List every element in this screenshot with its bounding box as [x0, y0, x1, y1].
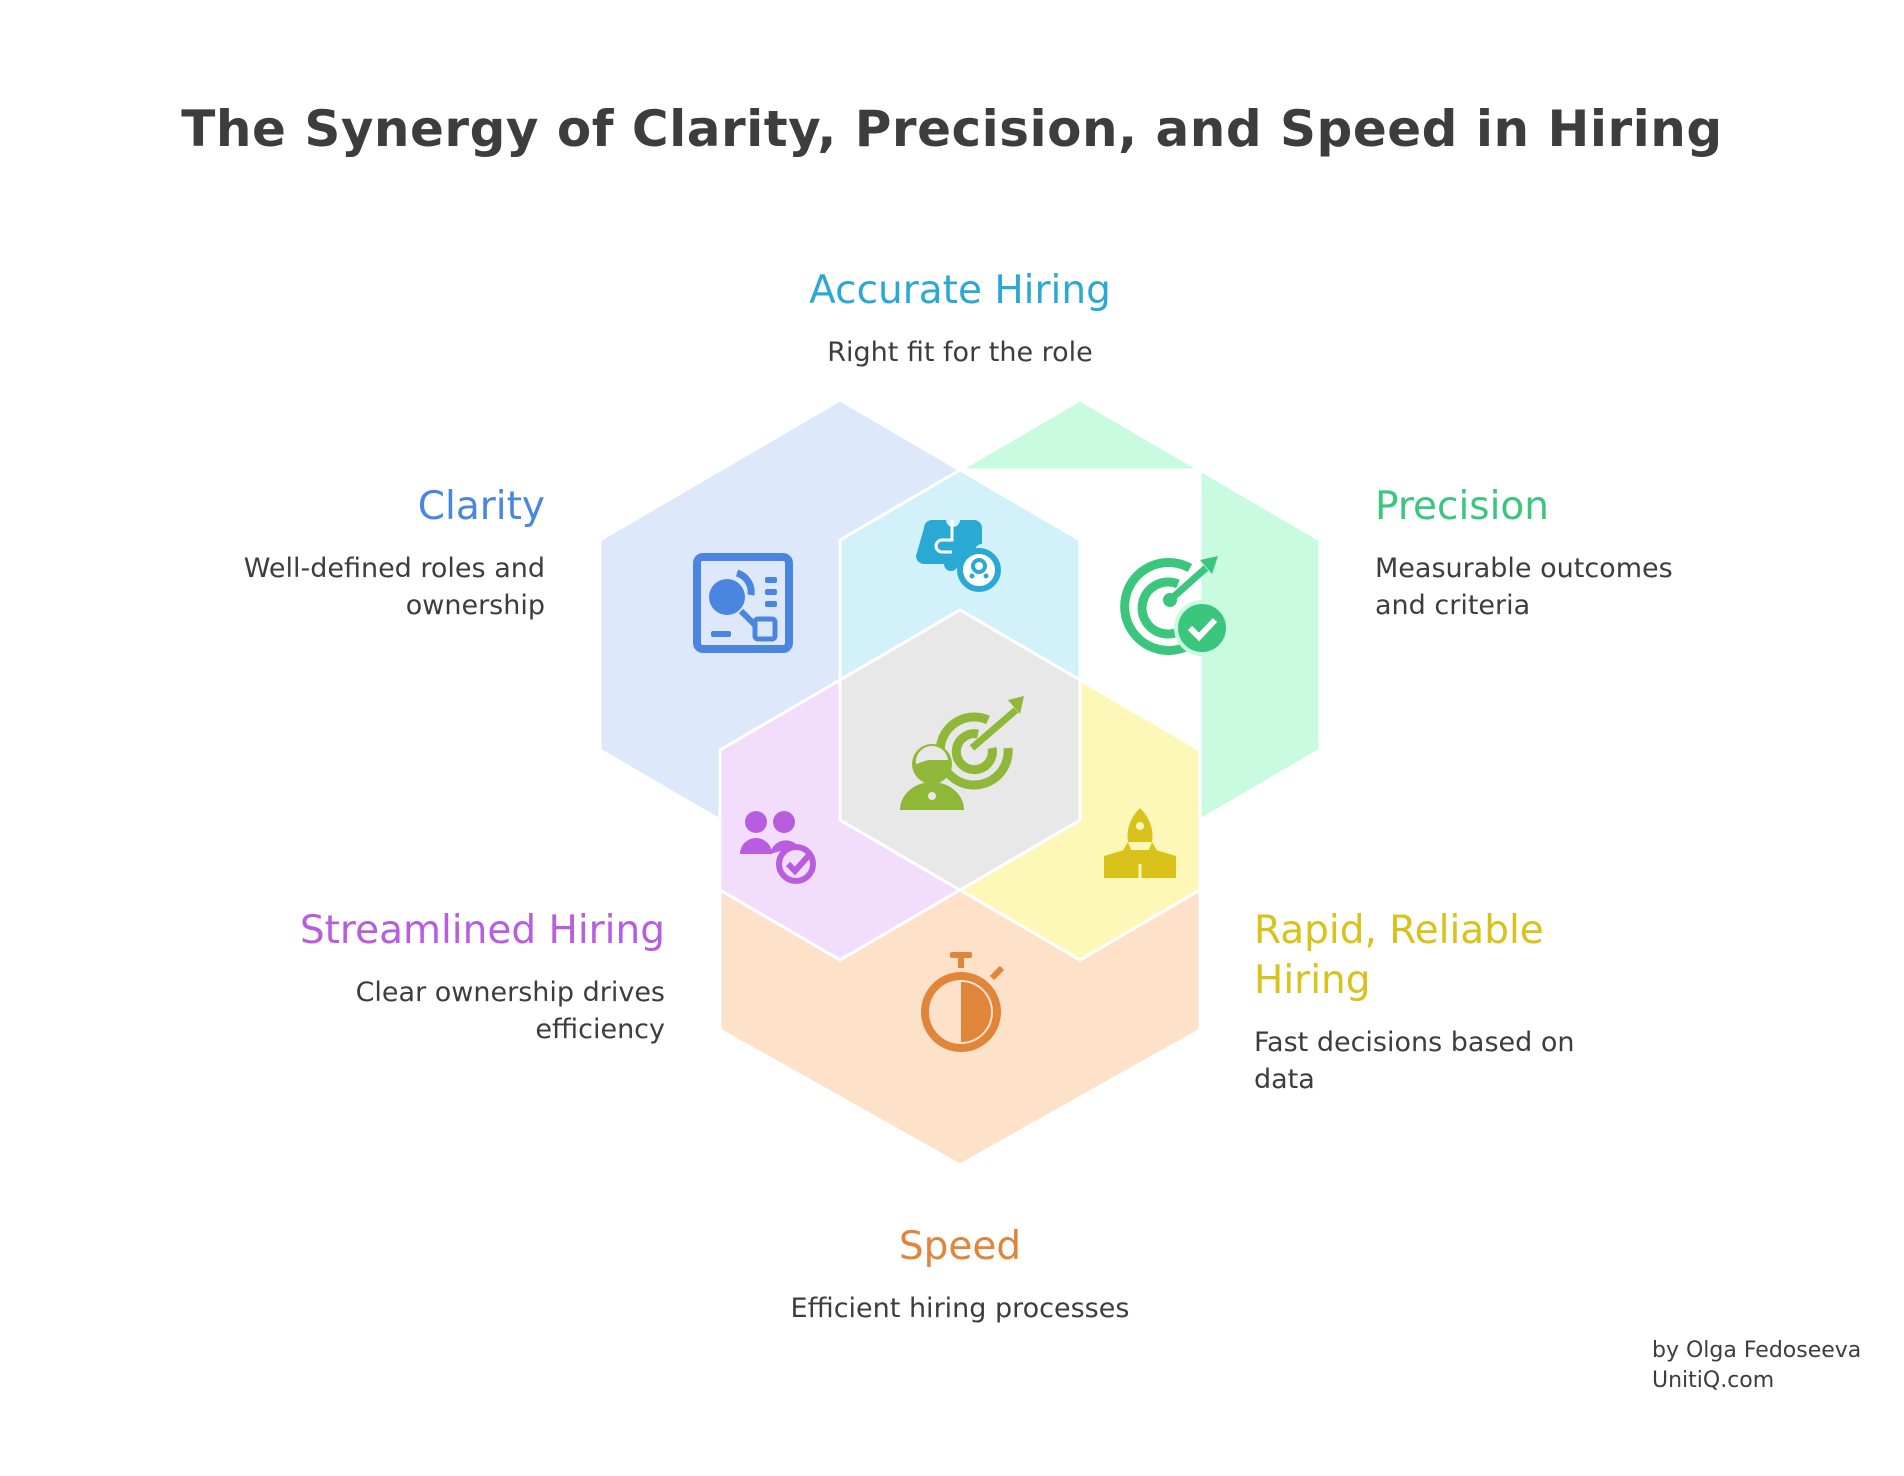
streamlined-hiring-label: Streamlined Hiring Clear ownership drive… — [240, 906, 665, 1048]
rapid-hiring-heading: Rapid, Reliable Hiring — [1254, 906, 1674, 1006]
clarity-desc-line1: Well-defined roles and — [243, 553, 545, 584]
precision-desc: Measurable outcomes and criteria — [1375, 550, 1755, 624]
rocket-launch-icon — [1104, 808, 1176, 878]
author-credit: by Olga Fedoseeva UnitiQ.com — [1652, 1336, 1861, 1396]
precision-heading: Precision — [1375, 484, 1550, 529]
speed-desc: Efficient hiring processes — [790, 1293, 1130, 1324]
clarity-desc-line2: ownership — [405, 590, 545, 621]
clarity-desc: Well-defined roles and ownership — [150, 550, 545, 624]
streamlined-hiring-desc: Clear ownership drives efficiency — [240, 974, 665, 1048]
people-check-icon — [740, 811, 816, 884]
precision-desc-line1: Measurable outcomes — [1375, 553, 1673, 584]
speed-heading: Speed — [898, 1224, 1022, 1269]
puzzle-person-icon — [916, 520, 1001, 592]
org-board-icon — [693, 553, 793, 653]
streamlined-desc-line1: Clear ownership drives — [355, 977, 665, 1008]
streamlined-hiring-heading: Streamlined Hiring — [299, 908, 665, 953]
credit-website: UnitiQ.com — [1652, 1368, 1775, 1393]
rapid-hiring-label: Rapid, Reliable Hiring Fast decisions ba… — [1254, 906, 1674, 1098]
clarity-label: Clarity Well-defined roles and ownership — [150, 482, 545, 624]
stopwatch-icon — [921, 952, 1005, 1052]
target-check-icon — [1120, 556, 1230, 656]
accurate-hiring-heading: Accurate Hiring — [809, 268, 1111, 313]
person-target-icon — [900, 696, 1024, 810]
rapid-heading-line1: Rapid, Reliable — [1254, 908, 1544, 953]
clarity-heading: Clarity — [417, 484, 545, 529]
rapid-heading-line2: Hiring — [1254, 958, 1371, 1003]
page-title: The Synergy of Clarity, Precision, and S… — [181, 100, 1723, 158]
credit-author: by Olga Fedoseeva — [1652, 1338, 1862, 1363]
streamlined-desc-line2: efficiency — [535, 1014, 665, 1045]
speed-label: Speed Efficient hiring processes — [720, 1222, 1200, 1327]
precision-label: Precision Measurable outcomes and criter… — [1375, 482, 1755, 624]
precision-desc-line2: and criteria — [1375, 590, 1531, 621]
rapid-hiring-desc: Fast decisions based on data — [1254, 1024, 1674, 1098]
accurate-hiring-desc: Right fit for the role — [827, 337, 1093, 368]
rapid-desc-line2: data — [1254, 1064, 1315, 1095]
rapid-desc-line1: Fast decisions based on — [1254, 1027, 1575, 1058]
accurate-hiring-label: Accurate Hiring Right fit for the role — [760, 266, 1160, 371]
